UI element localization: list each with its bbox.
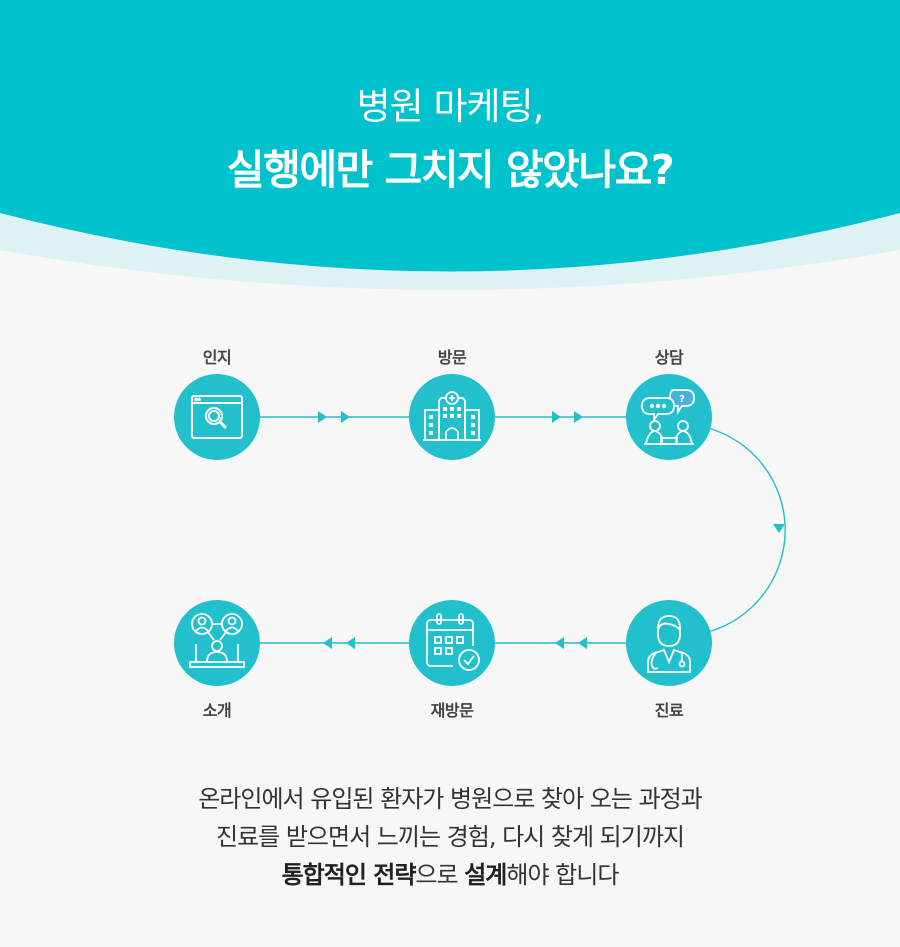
page-title-line1: 병원 마케팅, — [356, 85, 545, 128]
description-line3-part2: 해야 합니다 — [506, 861, 619, 889]
consultation-chat-icon: ? — [641, 389, 695, 445]
arrow-right-icon — [574, 411, 583, 423]
step-visit — [409, 374, 495, 460]
page-title-line2: 실행에만 그치지 않았나요? — [226, 146, 675, 194]
step-treatment — [626, 600, 712, 686]
description-line2: 진료를 받으면서 느끼는 경험, 다시 찾게 되기까지 — [215, 823, 685, 851]
svg-text:?: ? — [679, 394, 685, 405]
step-label-consultation: 상담 — [654, 348, 684, 367]
arrow-left-icon — [578, 637, 587, 649]
doctor-icon — [647, 615, 691, 673]
arrow-left-icon — [555, 637, 564, 649]
arrow-left-icon — [323, 637, 332, 649]
hospital-building-icon — [423, 391, 481, 441]
calendar-check-icon — [426, 613, 480, 671]
step-label-visit: 방문 — [437, 348, 467, 367]
description-text: 온라인에서 유입된 환자가 병원으로 찾아 오는 과정과 진료를 받으면서 느끼… — [0, 780, 900, 894]
arrow-down-icon — [773, 524, 785, 533]
arrow-right-icon — [552, 411, 561, 423]
emphasis-integrated-strategy: 통합적인 전략 — [281, 861, 417, 889]
description-line3-part1: 으로 — [415, 861, 465, 889]
hero-wave-background — [0, 0, 900, 300]
step-label-awareness: 인지 — [202, 348, 232, 367]
arrow-left-icon — [346, 637, 355, 649]
step-revisit — [409, 600, 495, 686]
step-awareness — [174, 374, 260, 460]
step-label-treatment: 진료 — [654, 701, 684, 720]
referral-network-icon — [189, 613, 245, 668]
browser-search-icon — [191, 395, 243, 439]
description-line1: 온라인에서 유입된 환자가 병원으로 찾아 오는 과정과 — [198, 785, 703, 813]
step-label-revisit: 재방문 — [430, 701, 474, 720]
arrow-right-icon — [318, 411, 327, 423]
emphasis-design: 설계 — [464, 861, 507, 889]
step-consultation: ? — [626, 374, 712, 460]
step-referral — [174, 600, 260, 686]
arrow-right-icon — [341, 411, 350, 423]
step-label-referral: 소개 — [202, 701, 232, 720]
